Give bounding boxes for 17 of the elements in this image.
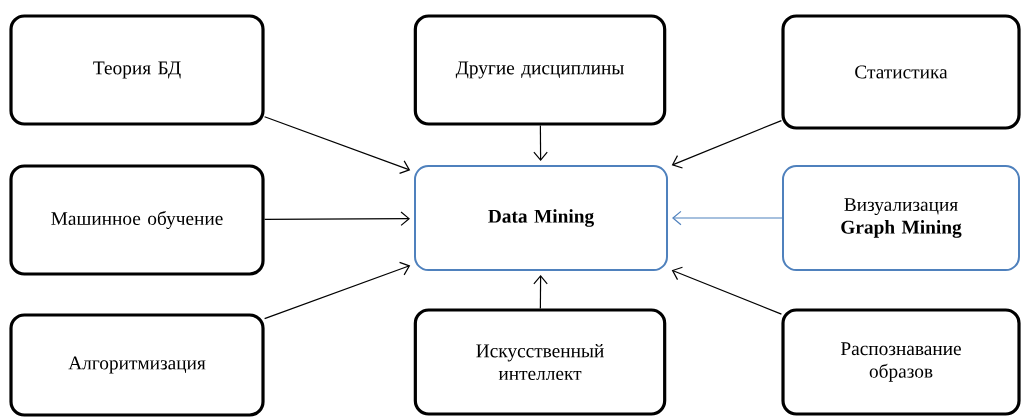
process-box: Распознавание образов bbox=[781, 308, 1021, 416]
arrow bbox=[533, 125, 548, 161]
process-box: Data Mining bbox=[414, 165, 668, 271]
process-box: Другие дисциплины bbox=[413, 14, 667, 126]
process-box: Теория БД bbox=[9, 14, 265, 126]
arrow bbox=[264, 211, 410, 226]
arrow bbox=[264, 261, 411, 320]
arrow bbox=[533, 275, 548, 309]
arrow bbox=[671, 120, 782, 169]
process-box: Алгоритмизация bbox=[9, 313, 265, 417]
process-box: Статистика bbox=[781, 14, 1021, 130]
process-box: Визуализация Graph Mining bbox=[782, 165, 1020, 271]
arrow bbox=[264, 116, 411, 174]
arrow bbox=[671, 266, 782, 315]
process-box: Машинное обучение bbox=[9, 164, 265, 276]
arrow bbox=[672, 210, 783, 226]
process-box: Искусственный интеллект bbox=[413, 308, 667, 416]
